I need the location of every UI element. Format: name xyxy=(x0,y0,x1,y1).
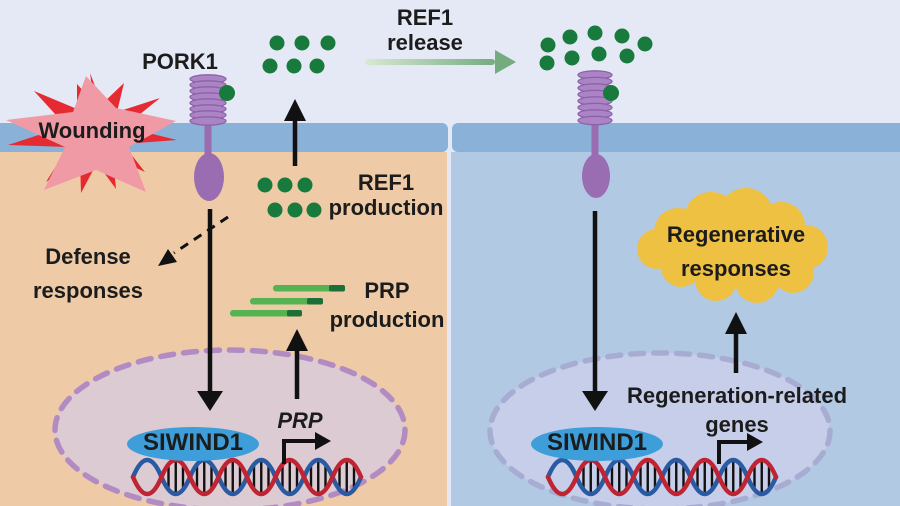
label-siwind1-right: SIWIND1 xyxy=(546,429,648,456)
label-prp-gene: PRP xyxy=(277,408,323,433)
signal-arrow-right xyxy=(582,211,608,411)
ref1-release-arrow xyxy=(365,50,516,74)
pork1-receptor-left xyxy=(189,74,235,201)
prp-peptide-bars xyxy=(230,285,345,317)
receptor-coil xyxy=(577,70,613,126)
receptor-kinase-domain xyxy=(194,153,224,201)
ref1-peptides-cytoplasm xyxy=(257,177,322,218)
receptor-kinase-domain xyxy=(582,154,610,198)
label-line: genes xyxy=(705,412,769,437)
signal-arrows xyxy=(158,99,747,411)
pork1-receptor-right xyxy=(577,70,619,198)
regeneration-arrow xyxy=(725,312,747,373)
label-prp-production: PRP production xyxy=(330,276,445,334)
label-ref1-release: REF1 release xyxy=(387,5,463,55)
transcription-arrow-right xyxy=(717,433,763,464)
dna-helix-right xyxy=(545,457,779,497)
transcription-arrow-left xyxy=(282,432,331,464)
ref1-peptides-released xyxy=(539,25,653,71)
receptor-stalk xyxy=(204,118,212,162)
dna-strand-red xyxy=(545,457,779,497)
defense-dashed-arrow xyxy=(158,215,229,266)
dna-helix-left xyxy=(130,457,364,497)
wounding-star xyxy=(6,73,177,193)
wounding-star-inner xyxy=(6,76,176,192)
label-line: Regenerative xyxy=(666,222,806,247)
label-line: responses xyxy=(32,278,144,303)
label-line: production xyxy=(328,195,444,220)
label-defense-responses: Defense responses xyxy=(33,240,143,308)
label-regenerative-responses: Regenerative responses xyxy=(667,218,805,286)
dna-strand-red xyxy=(130,457,364,497)
siwind1-ellipse-left xyxy=(127,427,259,461)
label-line: Defense xyxy=(45,244,131,269)
label-ref1-production: REF1 production xyxy=(329,170,444,220)
signal-arrow-left xyxy=(197,209,223,411)
dna-rungs xyxy=(582,460,771,494)
label-line: PRP xyxy=(364,278,410,303)
receptor-stalk xyxy=(591,118,599,160)
ref1-peptide-bound xyxy=(219,85,235,101)
regenerative-cloud xyxy=(637,188,828,303)
dna-rungs xyxy=(167,460,356,494)
prp-to-ref1-arrow xyxy=(286,329,308,399)
label-wounding: Wounding xyxy=(38,118,146,143)
nucleus-left xyxy=(52,347,408,506)
label-line: REF1 xyxy=(357,170,415,195)
ref1-secretion-arrow xyxy=(284,99,306,166)
ref1-peptides-extracellular-left xyxy=(262,35,336,74)
label-line: production xyxy=(329,307,445,332)
label-siwind1-left: SIWIND1 xyxy=(142,429,244,456)
label-line: responses xyxy=(680,256,792,281)
label-line: REF1 xyxy=(396,5,454,30)
ref1-peptide-bound xyxy=(603,85,619,101)
membrane-right xyxy=(452,123,900,152)
receptor-coil xyxy=(189,74,227,126)
label-line: Regeneration-related xyxy=(626,383,848,408)
siwind1-ellipse-right xyxy=(531,427,663,461)
label-line: release xyxy=(387,30,463,55)
label-regeneration-genes: Regeneration-related genes xyxy=(627,381,847,439)
label-pork1: PORK1 xyxy=(142,49,218,74)
